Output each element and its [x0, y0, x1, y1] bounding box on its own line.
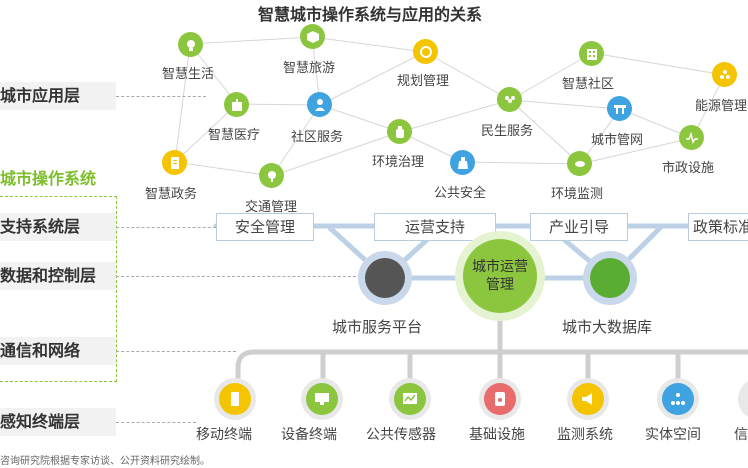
- layer-label-os: 城市操作系统: [0, 169, 97, 188]
- cube-icon: [300, 24, 325, 49]
- building-icon: [579, 41, 604, 66]
- operation-center-node: 城市运营管理: [455, 231, 545, 321]
- layer-label-terminal: 感知终端层: [0, 408, 116, 436]
- ring-icon: [413, 39, 438, 64]
- app-label: 智慧医疗: [208, 128, 261, 143]
- terminal-label: 信: [734, 427, 748, 443]
- app-label: 公共安全: [434, 186, 487, 201]
- flask-icon: [450, 150, 475, 175]
- service-platform-label: 城市服务平台: [332, 318, 423, 336]
- source-footnote: 咨询研究院根据专家访谈、公开资料研究绘制。: [0, 456, 210, 467]
- app-label: 社区服务: [291, 130, 344, 145]
- leaf-icon: [567, 151, 592, 176]
- support-tag: 产业引导: [530, 213, 628, 241]
- app-label: 智慧生活: [162, 67, 215, 82]
- big-data-label: 城市大数据库: [562, 318, 653, 336]
- person-icon: [307, 92, 332, 117]
- terminal-label: 移动终端: [196, 427, 252, 443]
- phone-icon: [214, 378, 256, 420]
- network-icon: [657, 378, 699, 420]
- terminal-label: 公共传感器: [366, 427, 436, 443]
- layer-label-network: 通信和网络: [0, 337, 116, 365]
- app-label: 智慧政务: [145, 187, 198, 202]
- bottle-icon: [387, 119, 412, 144]
- support-tag: 政策标准: [688, 213, 748, 241]
- diagram-title: 智慧城市操作系统与应用的关系: [258, 5, 483, 24]
- megaphone-icon: [567, 378, 609, 420]
- circle-icon: [738, 378, 748, 420]
- layer-label-app: 城市应用层: [0, 82, 116, 110]
- big-data-node: [583, 251, 637, 305]
- app-label: 能源管理: [695, 99, 748, 114]
- monitor-icon: [301, 378, 343, 420]
- service-platform-node: [358, 251, 412, 305]
- app-label: 环境监测: [551, 187, 604, 202]
- pulse-icon: [679, 125, 704, 150]
- terminal-label: 实体空间: [645, 427, 701, 443]
- app-label: 城市管网: [591, 133, 644, 148]
- terminal-label: 基础设施: [469, 427, 525, 443]
- app-label: 规划管理: [397, 74, 450, 89]
- app-label: 智慧旅游: [283, 61, 336, 76]
- device-icon: [479, 378, 521, 420]
- app-label: 智慧社区: [562, 77, 615, 92]
- support-tag: 运营支持: [374, 213, 496, 241]
- group-icon: [497, 87, 522, 112]
- pipe-icon: [607, 96, 632, 121]
- coins-icon: [712, 62, 737, 87]
- terminal-label: 监测系统: [557, 427, 613, 443]
- hospital-icon: [224, 92, 249, 117]
- terminal-label: 设备终端: [281, 427, 337, 443]
- lightbulb-icon: [178, 32, 203, 57]
- chart-icon: [389, 378, 431, 420]
- os-bracket: [0, 196, 117, 382]
- support-tag: 安全管理: [216, 213, 314, 241]
- document-icon: [162, 150, 187, 175]
- layer-label-support: 支持系统层: [0, 213, 116, 241]
- app-label: 民生服务: [481, 124, 534, 139]
- app-label: 市政设施: [662, 161, 715, 176]
- traffic-icon: [259, 163, 284, 188]
- layer-label-data: 数据和控制层: [0, 262, 116, 290]
- app-label: 环境治理: [372, 155, 425, 170]
- app-label: 交通管理: [245, 200, 298, 215]
- operation-center-label: 城市运营管理: [472, 259, 528, 293]
